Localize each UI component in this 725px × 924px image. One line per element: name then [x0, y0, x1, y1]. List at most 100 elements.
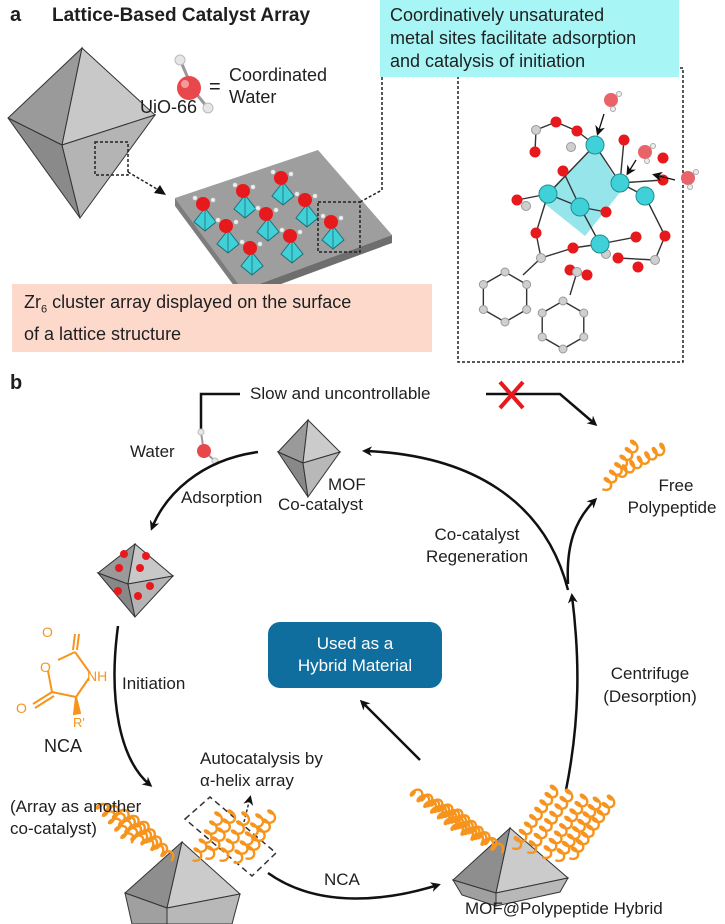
uio66-label: UiO-66 — [140, 97, 198, 117]
oxygen-atom — [567, 242, 579, 254]
free-polypeptide-line2: Polypeptide — [627, 498, 717, 517]
release-arrow — [566, 497, 598, 585]
oxygen-atom — [283, 229, 297, 243]
oxygen-atom — [618, 134, 630, 146]
oxygen-atom — [324, 215, 338, 229]
water-hydrogen — [650, 143, 656, 149]
nca-atom-o-left: O — [16, 700, 27, 716]
zoom-region-cluster — [317, 201, 361, 253]
carbon-atom — [558, 296, 568, 306]
alpha-helix — [569, 794, 616, 861]
zr-atom — [585, 135, 605, 155]
oxygen-atom — [196, 197, 210, 211]
carbon-atom — [579, 308, 589, 318]
water-hydrogen — [616, 91, 622, 97]
nca-atom-o-top: O — [42, 624, 53, 640]
water-molecule-icon — [174, 54, 214, 114]
carbon-atom — [500, 267, 510, 277]
alpha-helix — [512, 784, 559, 851]
pink-callout-line1: cluster array displayed on the surface — [47, 292, 352, 312]
coordination-arrow — [595, 113, 605, 136]
free-polypeptide-icon — [602, 439, 666, 492]
autocatalysis-line1: Autocatalysis by — [200, 749, 323, 768]
water-hydrogen — [610, 106, 616, 112]
adsorption-label: Adsorption — [181, 488, 263, 507]
panel-b-label: b — [10, 372, 23, 394]
panel-a-title: Lattice-Based Catalyst Array — [52, 5, 311, 26]
hybrid-material-arrow — [359, 699, 421, 761]
legend-line2: Water — [229, 87, 277, 107]
zr-atom — [538, 184, 558, 204]
zr6-cluster — [215, 217, 240, 254]
bond — [540, 247, 574, 259]
hydrogen-atom — [233, 219, 239, 225]
carbon-atom — [558, 344, 568, 354]
carbon-atom — [521, 201, 531, 211]
alpha-helix — [95, 802, 135, 844]
alpha-helix — [219, 811, 251, 863]
alpha-helix — [542, 793, 589, 860]
water-oxygen — [638, 145, 652, 159]
carbon-atom — [537, 332, 547, 342]
carbon-atom — [522, 305, 532, 314]
slow-path-right-arrow — [486, 392, 598, 426]
oxygen-atom — [630, 231, 642, 243]
carbon-atom — [566, 142, 576, 152]
zr6-cluster — [192, 195, 217, 232]
coordination-arrow — [626, 159, 637, 176]
oxygen-atom — [243, 241, 257, 255]
slow-path-label: Slow and uncontrollable — [250, 384, 431, 403]
alpha-helix — [205, 809, 237, 861]
carbon-atom — [537, 308, 547, 318]
alpha-helix — [192, 811, 224, 863]
nca-molecule-icon — [32, 633, 91, 716]
zr6-cluster — [255, 205, 280, 242]
water-molecule-small-icon — [197, 428, 219, 465]
hybrid-box-line2: Hybrid Material — [297, 656, 413, 675]
hydrogen-atom — [273, 207, 279, 213]
carbon-atom — [572, 267, 582, 277]
bond — [547, 144, 596, 195]
regeneration-line1: Co-catalyst — [434, 525, 520, 544]
array-line2: co-catalyst) — [10, 819, 97, 838]
mof-cocatalyst-icon — [276, 418, 342, 499]
alpha-helix — [555, 796, 602, 863]
zr6-cluster-array — [192, 169, 345, 276]
zr6-cluster — [279, 227, 304, 264]
regeneration-arrow — [362, 446, 570, 591]
hydrogen-atom — [279, 227, 285, 233]
hydrogen-atom — [239, 239, 245, 245]
initiation-arrow — [113, 625, 153, 787]
alpha-helix — [616, 442, 666, 479]
oxygen-atom — [632, 261, 644, 273]
helix-array-left — [95, 802, 277, 865]
oxygen-atom — [529, 146, 541, 158]
carbon-atom — [650, 255, 660, 265]
hydrogen-atom — [312, 193, 318, 199]
zr-subscript: 6 — [41, 303, 48, 316]
oxygen-atom — [274, 171, 288, 185]
autocatalysis-region — [183, 796, 278, 878]
oxygen-atom — [550, 116, 562, 128]
zr6-cluster — [270, 169, 295, 206]
oxygen-atom — [259, 207, 273, 221]
bond — [617, 257, 656, 261]
zr-atom — [635, 186, 655, 206]
nca-arrow-label: NCA — [324, 870, 360, 889]
hybrid-box-line1: Used as a — [316, 634, 394, 653]
nca-propagation-arrow — [267, 871, 441, 900]
oxygen-atom — [571, 125, 583, 137]
water-label: Water — [130, 442, 175, 461]
zr6-cluster — [232, 182, 257, 219]
hydrogen-atom — [320, 213, 326, 219]
initiation-label: Initiation — [122, 674, 186, 693]
panel-a-label: a — [10, 4, 22, 26]
oxygen-atom — [612, 252, 624, 264]
autocatalysis-line2: α-helix array — [200, 771, 294, 790]
centrifuge-line1: Centrifuge — [610, 664, 690, 683]
hydrogen-atom — [250, 184, 256, 190]
cyan-callout-line2: metal sites facilitate adsorption — [390, 28, 637, 48]
hydrogen-atom — [338, 215, 344, 221]
oxygen-atom — [659, 230, 671, 242]
cyan-callout-line3: and catalysis of initiation — [390, 51, 586, 71]
